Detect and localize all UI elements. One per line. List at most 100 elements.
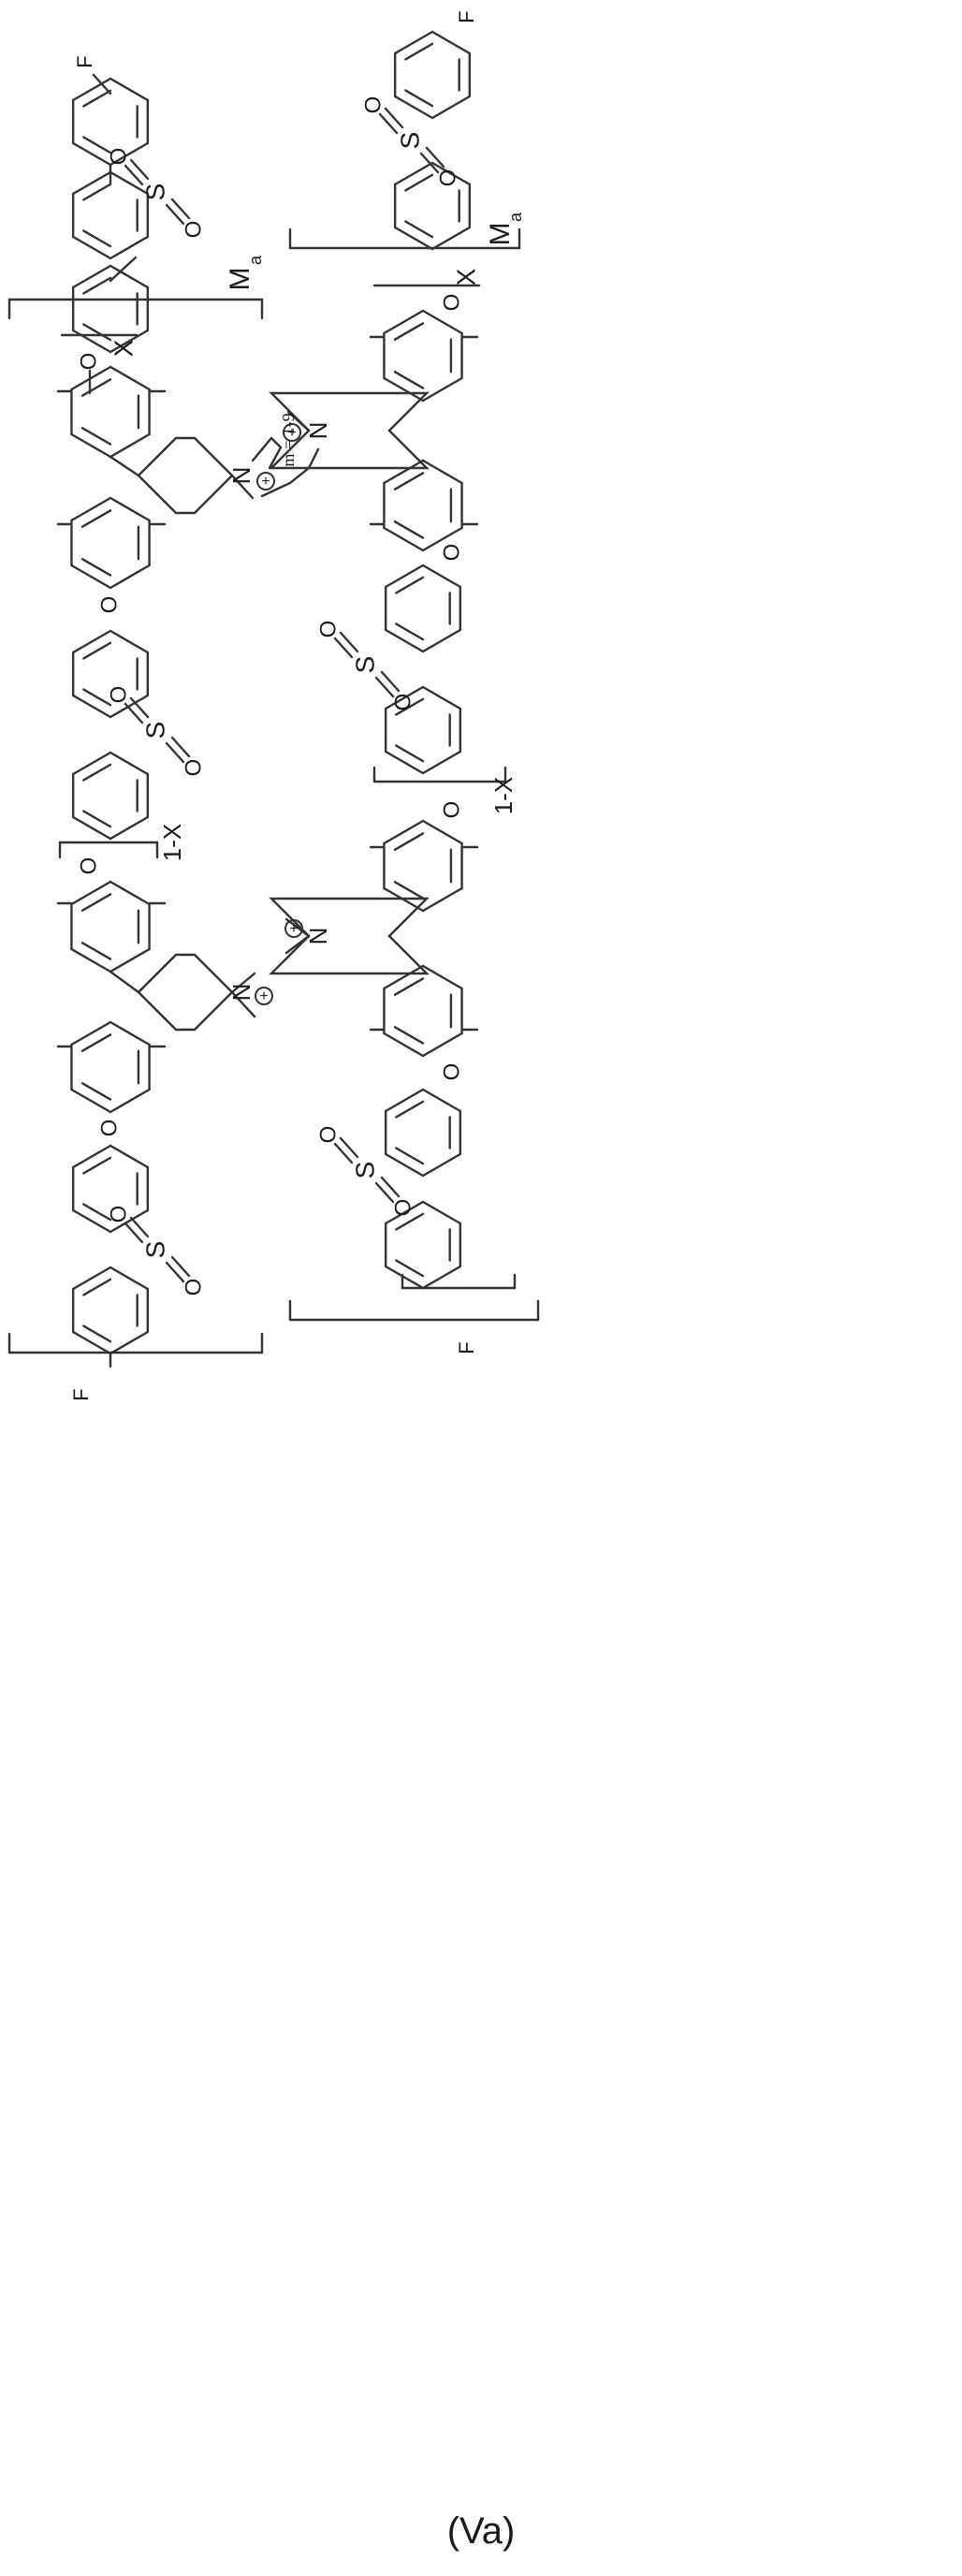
left-ring-8-edge [71, 949, 110, 972]
right-ring-2-edge [395, 163, 432, 184]
left-sulfone-top-oxygen: O [106, 148, 131, 166]
left-ring-8-edge [71, 882, 110, 904]
right-ring-10-edge [423, 1266, 460, 1288]
right-ring-1-edge [432, 96, 470, 118]
left-piperidinium-2-ring-bottom [138, 992, 232, 1030]
left-bottom-fluorine: F [69, 1388, 93, 1400]
left-ether-3: O [76, 857, 101, 875]
left-ring-1-edge [110, 79, 148, 100]
right-ring-3-edge [423, 378, 462, 401]
left-ring-6-edge [73, 631, 110, 652]
positive-charge-sign: + [259, 988, 268, 1004]
right-ring-2-edge [395, 227, 432, 249]
left-ring-9-edge [110, 1022, 150, 1045]
left-sulfone-mid-oxygen: O [181, 759, 206, 777]
positive-charge-sign: + [287, 425, 296, 441]
right-ring-5-edge [386, 630, 423, 651]
right-ring-5-edge [423, 630, 460, 651]
left-piperidinium-1-ring-top [138, 438, 232, 476]
right-ring-10-edge [423, 1202, 460, 1223]
left-sulfone-mid-sulfur: S [140, 722, 169, 739]
left-x-label: X [109, 339, 138, 357]
left-piperidinium-1-nitrogen: N [227, 467, 255, 485]
left-ether-1: O [76, 353, 101, 371]
right-ring-8-edge [423, 1033, 462, 1056]
right-ma-label: M [485, 223, 516, 246]
right-ring-9-edge [386, 1090, 423, 1111]
left-sulfone-mid-oxygen: O [106, 686, 131, 704]
right-sulfone-bottom-oxygen: O [390, 1199, 415, 1217]
left-ring-4-edge [110, 367, 150, 389]
left-sulfone-bottom-sulfur: S [140, 1241, 169, 1259]
left-ring-10-edge [73, 1146, 110, 1167]
right-sulfone-mid-sulfur: S [350, 656, 379, 674]
right-ether-4: O [439, 1063, 464, 1081]
positive-charge-sign: + [261, 474, 270, 490]
right-sulfone-bottom-sulfur: S [350, 1162, 379, 1179]
left-ring-5-edge [110, 565, 150, 588]
right-ring-4-edge [384, 461, 423, 483]
right-top-fluorine: F [455, 10, 478, 22]
right-sulfone-mid-oxygen: O [315, 621, 341, 638]
left-ring-9-edge [71, 1022, 110, 1045]
left-ring-4-edge [110, 434, 150, 457]
left-ring-11-edge [110, 1332, 148, 1354]
left-ring-7-edge [110, 753, 148, 774]
right-ring-1-edge [432, 32, 470, 53]
right-sulfone-bottom-oxygen: O [315, 1126, 341, 1144]
right-ring-9-edge [423, 1154, 460, 1176]
right-sulfone-top-oxygen: O [435, 169, 460, 187]
left-sulfone-bottom-oxygen: O [106, 1206, 131, 1223]
left-ether-4: O [96, 1120, 122, 1137]
right-ring-9-edge [423, 1090, 460, 1111]
left-ring-7-edge [73, 753, 110, 774]
right-piperidinium-1-nitrogen: N [304, 422, 332, 440]
right-ma-sub: a [506, 212, 525, 222]
right-ether-3: O [439, 801, 464, 819]
right-ring-5-edge [386, 565, 423, 587]
right-ring-7-edge [423, 821, 462, 843]
right-piperidinium-2-ring-bottom [271, 936, 427, 973]
left-ring-2-edge [73, 237, 110, 258]
right-ring-4-edge [423, 461, 462, 483]
left-piperidinium-2-ring-top [138, 955, 232, 992]
right-bottom-fluorine: F [455, 1341, 478, 1354]
right-ring-1-edge [395, 32, 432, 53]
left-ring-6-edge [110, 631, 148, 652]
left-ring-1-edge [73, 143, 110, 165]
left-ring-9-edge [110, 1090, 150, 1112]
left-ring-3-edge [73, 330, 110, 352]
left-ring-8-edge [110, 949, 150, 972]
left-ring-3-edge [73, 266, 110, 287]
left-link [110, 457, 138, 476]
left-ring-11-edge [110, 1267, 148, 1289]
left-piperidinium-2-nitrogen: N [227, 984, 255, 1002]
left-sulfone-top-sulfur: S [140, 183, 169, 201]
left-link [110, 972, 138, 992]
right-ring-8-edge [423, 966, 462, 988]
left-ring-5-edge [110, 498, 150, 520]
right-ring-10-edge [386, 1266, 423, 1288]
left-ring-4-edge [71, 434, 110, 457]
right-x-label: X [451, 268, 480, 285]
right-sulfone-top-sulfur: S [395, 132, 424, 150]
left-ring-5-edge [71, 565, 110, 588]
left-ring-2-edge [110, 237, 148, 258]
right-ring-1-edge [395, 96, 432, 118]
left-ring-11-edge [73, 1332, 110, 1354]
right-ring-2-edge [432, 227, 470, 249]
left-ring-10-edge [110, 1146, 148, 1167]
right-ring-4-edge [384, 528, 423, 550]
left-top-fluorine: F [73, 55, 96, 67]
right-ring-6-edge [423, 687, 460, 709]
right-ring-7-edge [423, 888, 462, 911]
right-ring-8-edge [384, 1033, 423, 1056]
right-ring-3-edge [384, 311, 423, 333]
left-sulfone-top-oxygen: O [181, 221, 206, 239]
right-ring-6-edge [423, 752, 460, 773]
left-ether-2: O [96, 596, 122, 614]
left-ring-2-edge [73, 172, 110, 194]
right-ring-7-edge [384, 821, 423, 843]
figure-caption: (Va) [0, 2510, 962, 2553]
right-ring-3-edge [423, 311, 462, 333]
